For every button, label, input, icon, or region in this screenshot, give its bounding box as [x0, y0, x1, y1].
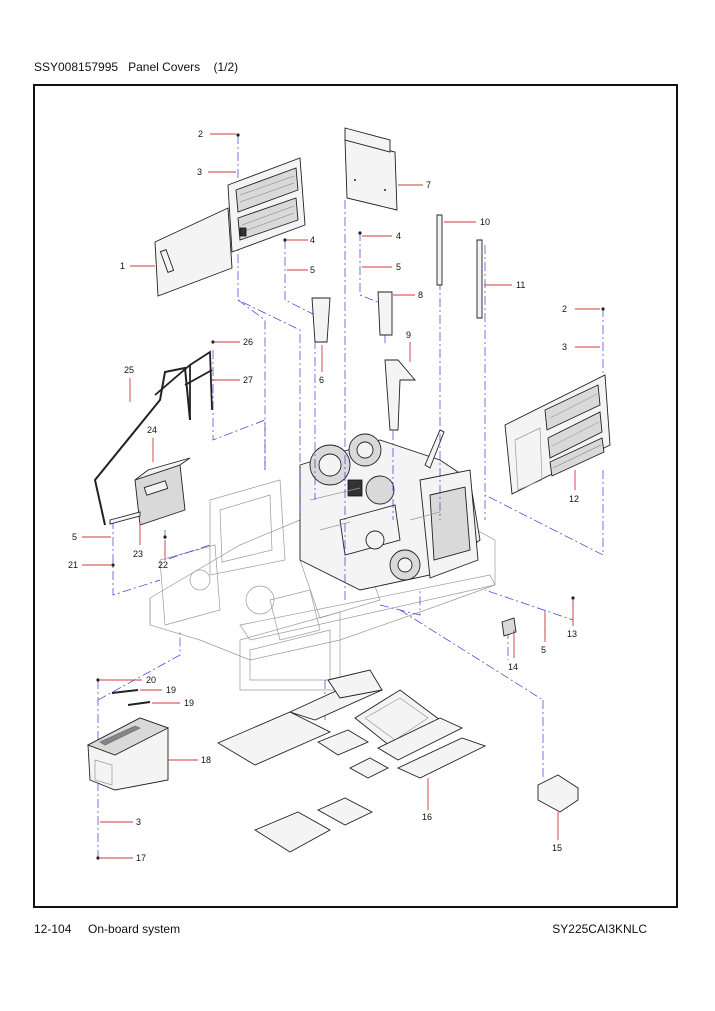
callout-5-left: 5 [310, 265, 315, 275]
callout-3-right: 3 [562, 342, 567, 352]
callout-4-right: 4 [396, 231, 401, 241]
callout-7: 7 [426, 180, 431, 190]
part-25-handrail [93, 366, 191, 526]
callout-6: 6 [319, 375, 324, 385]
callout-12: 12 [569, 494, 579, 504]
callout-13: 13 [567, 629, 577, 639]
callout-labels: 2 3 1 4 5 4 5 7 10 11 8 9 6 2 3 12 26 27… [68, 129, 579, 863]
part-11-rail [476, 239, 483, 319]
section-name: On-board system [88, 922, 181, 936]
callout-3-top-left: 3 [197, 167, 202, 177]
callout-10: 10 [480, 217, 490, 227]
callout-5-right: 5 [396, 262, 401, 272]
callout-8: 8 [418, 290, 423, 300]
callout-2-top-left: 2 [198, 129, 203, 139]
callout-4-left: 4 [310, 235, 315, 245]
callout-9: 9 [406, 330, 411, 340]
part-19-rod-a [111, 689, 139, 694]
part-8-bracket [377, 291, 393, 336]
callout-14: 14 [508, 662, 518, 672]
callout-5-lower-right: 5 [541, 645, 546, 655]
page-title: Panel Covers [128, 60, 201, 74]
page-number: 12-104 [34, 922, 72, 936]
part-15-bracket [537, 774, 579, 813]
callout-19-upper: 19 [166, 685, 176, 695]
callout-22: 22 [158, 560, 168, 570]
model-code: SY225CAI3KNLC [552, 922, 647, 936]
part-18-battery-box [86, 717, 170, 791]
callout-24: 24 [147, 425, 157, 435]
leader-lines [82, 133, 600, 859]
part-27-handrail-frame [154, 350, 213, 420]
callout-20: 20 [146, 675, 156, 685]
callout-27: 27 [243, 375, 253, 385]
callout-21: 21 [68, 560, 78, 570]
part-9-bracket [384, 359, 416, 431]
part-6-duct [311, 297, 331, 343]
part-16-floor-plates [217, 669, 487, 853]
part-24-box [134, 457, 191, 526]
callout-11: 11 [516, 280, 525, 290]
callout-26: 26 [243, 337, 253, 347]
doc-code: SSY008157995 [34, 60, 119, 74]
part-7-panel [344, 127, 398, 211]
callout-1: 1 [120, 261, 125, 271]
callout-5-lower-left: 5 [72, 532, 77, 542]
page-footer-left: 12-104 On-board system [34, 922, 180, 936]
page-header: SSY008157995 Panel Covers (1/2) [34, 60, 238, 74]
engine-assembly [299, 429, 481, 591]
callout-18: 18 [201, 755, 211, 765]
part-10-rail [436, 214, 443, 286]
page-part: (1/2) [213, 60, 239, 74]
part-12-right-side-panel [504, 374, 611, 495]
callout-16: 16 [422, 812, 432, 822]
callout-15: 15 [552, 843, 562, 853]
part-1-left-door [154, 207, 233, 297]
part-19-rod-b [127, 701, 151, 706]
part-14-bracket [501, 617, 517, 637]
callout-2-right: 2 [562, 304, 567, 314]
callout-3-bottom: 3 [136, 817, 141, 827]
callout-19-lower: 19 [184, 698, 194, 708]
callout-23: 23 [133, 549, 143, 559]
callout-25: 25 [124, 365, 134, 375]
fastener-points [96, 133, 605, 860]
part-upper-left-side-panel [227, 157, 306, 253]
part-23-brace [109, 511, 141, 525]
diagram-frame [33, 84, 678, 908]
callout-17: 17 [136, 853, 146, 863]
